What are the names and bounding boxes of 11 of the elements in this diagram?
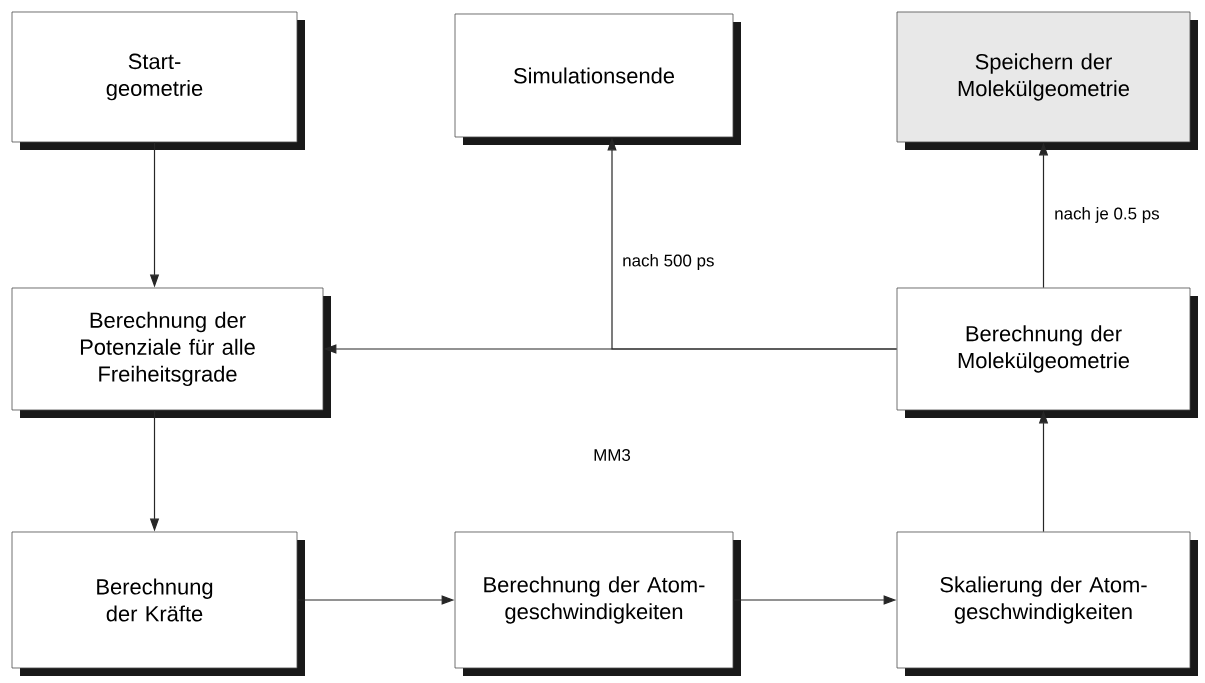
process-box: Simulationsende	[454, 13, 741, 145]
process-box: Berechnung der Molekülgeometrie	[896, 287, 1198, 418]
process-box: Berechnung der Atom- geschwindigkeiten	[454, 531, 741, 676]
process-box: Berechnung der Kräfte	[11, 531, 305, 676]
process-box: Berechnung der Potenziale für alle Freiheitsgrade	[11, 287, 331, 418]
process-box: Skalierung der Atom- geschwindigkeiten	[896, 531, 1198, 676]
edge-label: nach 500 ps	[620, 252, 717, 272]
process-box: Speichern der Molekülgeometrie	[896, 11, 1198, 150]
note-text: MM3	[594, 449, 631, 461]
process-box: Start- geometrie	[11, 11, 305, 150]
edge-label: nach je 0.5 ps	[1052, 205, 1162, 225]
